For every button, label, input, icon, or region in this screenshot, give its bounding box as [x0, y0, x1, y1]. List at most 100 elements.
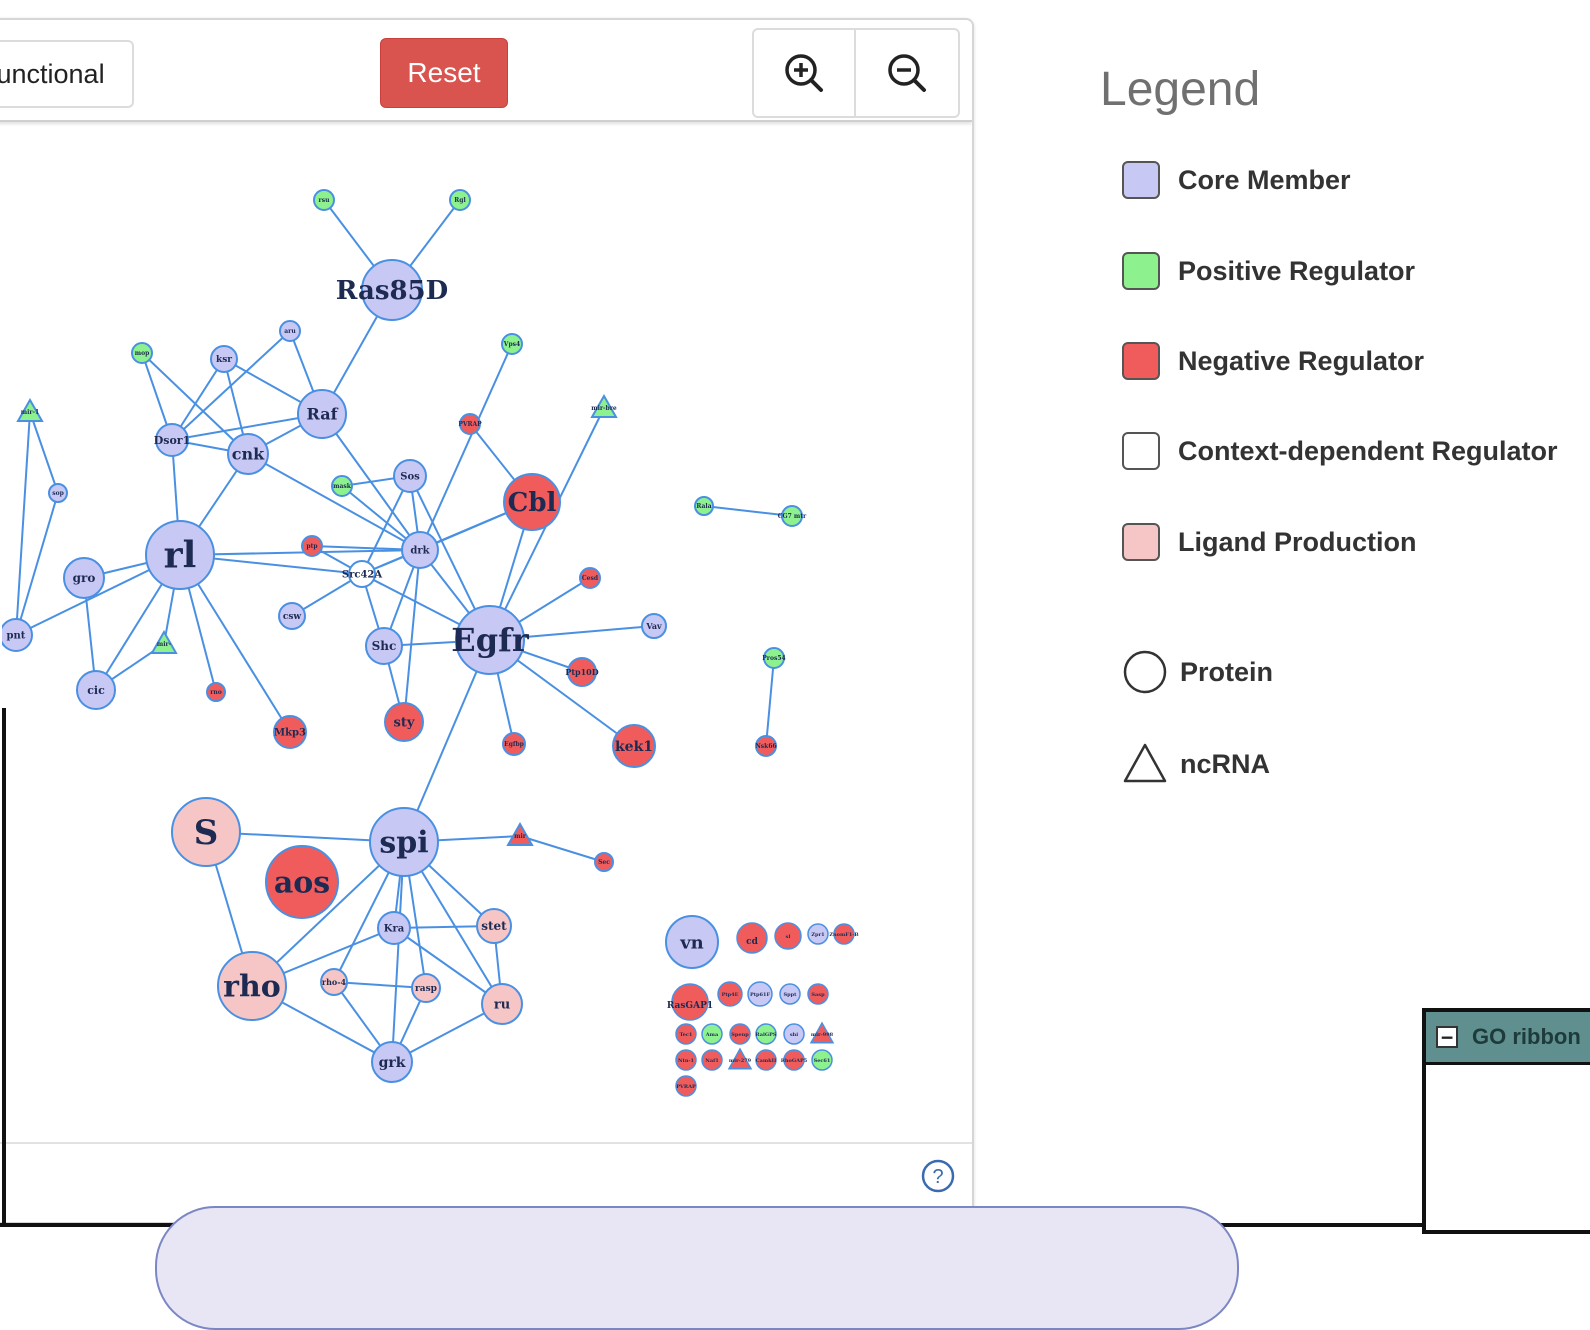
- node-label: mir-1: [21, 409, 39, 416]
- network-node-ptp10d[interactable]: Ptp10D: [565, 657, 599, 687]
- network-node-ksr[interactable]: ksr: [210, 345, 238, 373]
- network-node-nsk66[interactable]: Nsk66: [755, 735, 777, 757]
- network-node-pvrap[interactable]: PVRAP: [458, 413, 482, 435]
- isolated-node[interactable]: Ptp61F: [747, 981, 773, 1007]
- legend-label: Core Member: [1178, 164, 1351, 195]
- isolated-node[interactable]: cd: [736, 922, 768, 954]
- isolated-node[interactable]: shi: [783, 1023, 805, 1045]
- network-node-grk[interactable]: grk: [371, 1041, 413, 1083]
- network-node-pnt[interactable]: pnt: [2, 618, 33, 652]
- network-node-gro[interactable]: gro: [63, 557, 105, 599]
- network-node-spi[interactable]: spi: [369, 807, 439, 877]
- node-label: ksr: [216, 355, 232, 365]
- node-shape: [459, 413, 481, 435]
- isolated-node[interactable]: Ama: [701, 1023, 723, 1045]
- network-node-mir-[interactable]: mir-: [150, 629, 178, 654]
- network-node-vps4[interactable]: Vps4: [501, 333, 523, 355]
- isolated-node[interactable]: PVRAP: [675, 1075, 697, 1097]
- network-node-sop[interactable]: sop: [48, 483, 68, 503]
- node-shape: [206, 682, 226, 702]
- network-node-ru[interactable]: ru: [481, 983, 523, 1025]
- collapse-toggle-icon[interactable]: −: [1436, 1026, 1458, 1048]
- network-node-aru[interactable]: aru: [279, 320, 301, 342]
- node-shape: [455, 605, 525, 675]
- network-node-vav[interactable]: Vav: [641, 613, 667, 639]
- network-node-ras85d[interactable]: Ras85D: [336, 259, 448, 321]
- network-node-mop[interactable]: mop: [131, 342, 153, 364]
- isolated-node[interactable]: Spenp: [729, 1023, 751, 1045]
- isolated-node[interactable]: RalGPS: [755, 1023, 777, 1045]
- network-node-cic[interactable]: cic: [76, 670, 116, 710]
- network-node-egfbp[interactable]: Egfbp: [502, 732, 526, 756]
- network-node-kek1[interactable]: kek1: [612, 724, 656, 768]
- reset-button[interactable]: Reset: [380, 38, 508, 108]
- network-node-rasp[interactable]: rasp: [411, 973, 441, 1003]
- node-label: Pros54: [762, 655, 785, 662]
- node-shape: [502, 732, 526, 756]
- network-node-rho[interactable]: rho: [217, 951, 287, 1021]
- network-node-cesd[interactable]: Cesd: [579, 567, 601, 589]
- network-node-ptp[interactable]: ptp: [301, 535, 323, 557]
- isolated-node[interactable]: Ptp4E: [717, 981, 743, 1007]
- network-node-rala[interactable]: Rala: [694, 496, 714, 516]
- isolated-node[interactable]: RasGAP1: [667, 983, 713, 1021]
- network-node-rgl[interactable]: Rgl: [449, 189, 471, 211]
- isolated-node[interactable]: Ntn-1: [675, 1049, 697, 1071]
- network-node-mkp3[interactable]: Mkp3: [273, 715, 307, 749]
- network-node-kra[interactable]: Kra: [377, 911, 411, 945]
- network-node-sty[interactable]: sty: [384, 702, 424, 742]
- network-node-rl[interactable]: rl: [145, 520, 215, 590]
- help-icon[interactable]: ?: [920, 1158, 956, 1194]
- network-node-sos[interactable]: Sos: [393, 459, 427, 493]
- network-node-cnk[interactable]: cnk: [227, 433, 269, 475]
- isolated-node[interactable]: Sasp: [807, 983, 829, 1005]
- legend-label: Protein: [1180, 656, 1274, 687]
- network-node-rno[interactable]: rno: [206, 682, 226, 702]
- network-node-src42a[interactable]: Src42A: [342, 560, 382, 588]
- zoom-out-button[interactable]: [856, 28, 960, 118]
- node-shape: [594, 852, 614, 872]
- isolated-node[interactable]: sl: [774, 922, 802, 950]
- network-node-stet[interactable]: stet: [476, 908, 512, 944]
- network-node-mir-1[interactable]: mir-1: [16, 397, 44, 422]
- network-node-csw[interactable]: csw: [278, 602, 306, 630]
- network-node-mir[interactable]: mir: [506, 821, 534, 846]
- functional-layout-button[interactable]: Functional: [0, 40, 134, 108]
- network-node-shc[interactable]: Shc: [365, 627, 403, 665]
- go-ribbon-header[interactable]: − GO ribbon: [1426, 1012, 1590, 1065]
- network-node-vn[interactable]: vn: [665, 915, 719, 969]
- isolated-node[interactable]: CamkII: [755, 1049, 777, 1071]
- network-node-aos[interactable]: aos: [265, 845, 339, 919]
- network-node-mir-bre[interactable]: mir-bre: [590, 393, 618, 418]
- network-node-sec[interactable]: Sec: [594, 852, 614, 872]
- isolated-node[interactable]: mir-279: [727, 1047, 753, 1070]
- zoom-in-button[interactable]: [752, 28, 856, 118]
- isolated-node[interactable]: ZnomF1-B: [829, 923, 859, 945]
- ligand-production-swatch: [1122, 523, 1160, 561]
- network-node-egfr[interactable]: Egfr: [451, 605, 530, 675]
- network-node-rsu[interactable]: rsu: [313, 189, 335, 211]
- network-node-raf[interactable]: Raf: [297, 389, 347, 439]
- network-panel: Functional Reset Ras85DrlEgfrspiSaosrhoC…: [0, 18, 974, 1224]
- node-label: Ama: [705, 1032, 719, 1038]
- isolated-node[interactable]: Naf1: [701, 1049, 723, 1071]
- isolated-node[interactable]: Sppt: [779, 983, 801, 1005]
- isolated-node[interactable]: mir-998: [809, 1021, 835, 1044]
- isolated-node[interactable]: Zpr1: [807, 923, 829, 945]
- node-shape: [501, 333, 523, 355]
- network-node-cbl[interactable]: Cbl: [503, 473, 561, 531]
- isolated-node[interactable]: RhoGAP5: [781, 1049, 808, 1071]
- isolated-node[interactable]: Sec61: [811, 1049, 833, 1071]
- node-label: sop: [52, 490, 64, 497]
- node-label: Sppt: [784, 992, 798, 998]
- isolated-node[interactable]: Tec1: [675, 1023, 697, 1045]
- network-node-rho-4[interactable]: rho-4: [320, 968, 348, 996]
- network-node-drk[interactable]: drk: [401, 531, 439, 569]
- network-node-dsor1[interactable]: Dsor1: [154, 423, 191, 457]
- network-node-pros54[interactable]: Pros54: [762, 647, 786, 669]
- network-node-s[interactable]: S: [171, 797, 241, 867]
- network-node-cg7-mtr[interactable]: CG7 mtr: [778, 505, 807, 527]
- network-node-mask[interactable]: mask: [331, 475, 353, 497]
- network-edge: [403, 549, 421, 723]
